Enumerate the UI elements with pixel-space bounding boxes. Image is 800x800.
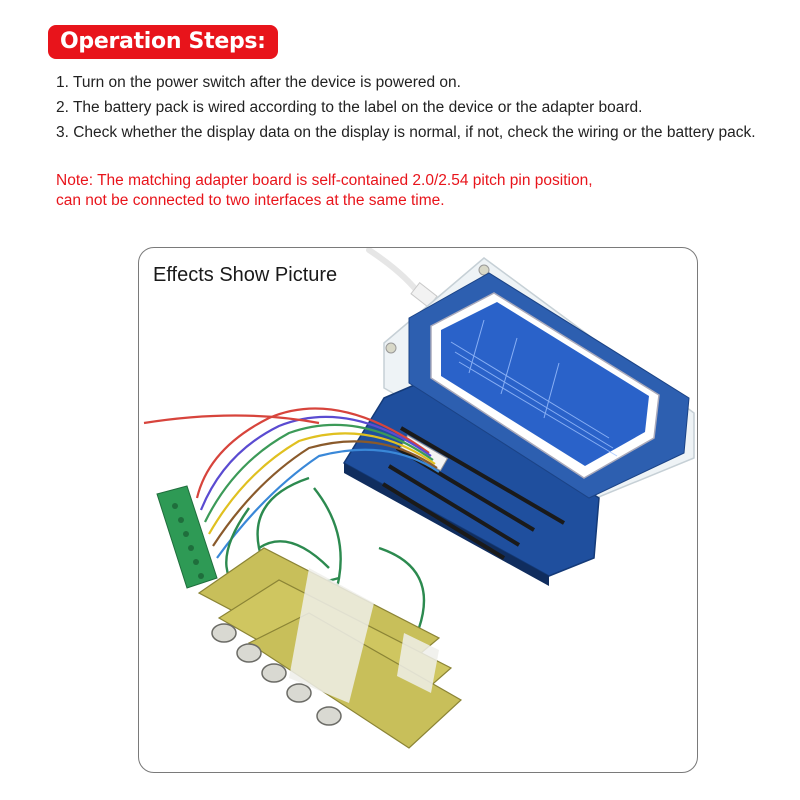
step-item: 3. Check whether the display data on the…: [56, 124, 756, 141]
ribbon-wires: [143, 407, 440, 559]
lcd-screen: [441, 302, 649, 466]
picture-caption: Effects Show Picture: [153, 264, 338, 286]
standoff: [385, 342, 397, 354]
section-title: Operation Steps:: [60, 29, 266, 54]
pin-headers: [381, 426, 566, 560]
effects-picture-frame: Effects Show Picture: [138, 247, 698, 773]
steps-list: 1. Turn on the power switch after the de…: [56, 70, 756, 145]
battery-tape: [397, 633, 439, 693]
battery-cell-ends: [211, 623, 342, 726]
standoff: [478, 264, 490, 276]
note-text: Note: The matching adapter board is self…: [56, 171, 593, 211]
section-title-badge: Operation Steps:: [48, 25, 278, 59]
step-item: 2. The battery pack is wired according t…: [56, 99, 643, 116]
usb-cable: [366, 248, 424, 299]
device-photo: [143, 248, 695, 749]
note-line: can not be connected to two interfaces a…: [56, 192, 445, 209]
step-item: 1. Turn on the power switch after the de…: [56, 74, 461, 91]
terminal-block: [156, 485, 218, 589]
note-line: Note: The matching adapter board is self…: [56, 172, 593, 189]
lcd-grid: [450, 319, 618, 457]
battery-tape: [289, 568, 374, 703]
